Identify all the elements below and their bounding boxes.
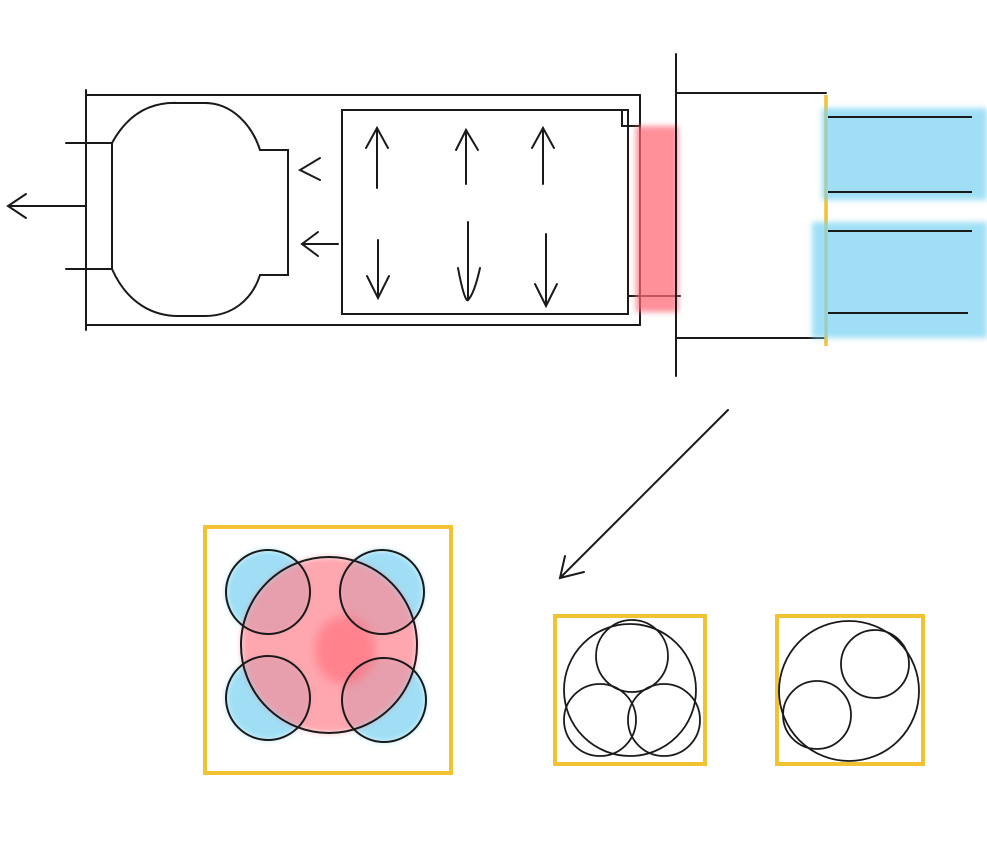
lobe-circle (339, 549, 425, 635)
inner-chamber (341, 109, 681, 315)
inner-circle (595, 619, 669, 693)
heater-strip (636, 126, 678, 312)
cooling-fin-lower (812, 222, 987, 338)
intake-arrow-lower (300, 231, 339, 257)
arrow-left-icon (6, 193, 87, 219)
intake-arrow-upper (297, 157, 321, 181)
cross-section-1 (203, 525, 453, 775)
cross-section-2 (553, 614, 707, 766)
inner-circle (782, 680, 852, 750)
inner-circle (840, 629, 910, 699)
arrow-down-left-icon (558, 409, 729, 580)
arrow-down-icon (366, 221, 558, 309)
lobe-circle (225, 655, 311, 741)
heatsink-block (675, 92, 827, 339)
cross-section-3 (775, 614, 925, 766)
housing (85, 89, 641, 331)
core-circle (240, 556, 418, 734)
inner-circle (627, 683, 701, 757)
outer-circle (563, 623, 697, 757)
cooling-fin-upper (822, 108, 987, 200)
arrow-up-icon (365, 125, 555, 189)
inner-circle (563, 683, 637, 757)
lobe-circle (225, 549, 311, 635)
outer-circle (778, 620, 920, 762)
lobe-circle (341, 657, 427, 743)
capsule-chamber (65, 101, 289, 317)
